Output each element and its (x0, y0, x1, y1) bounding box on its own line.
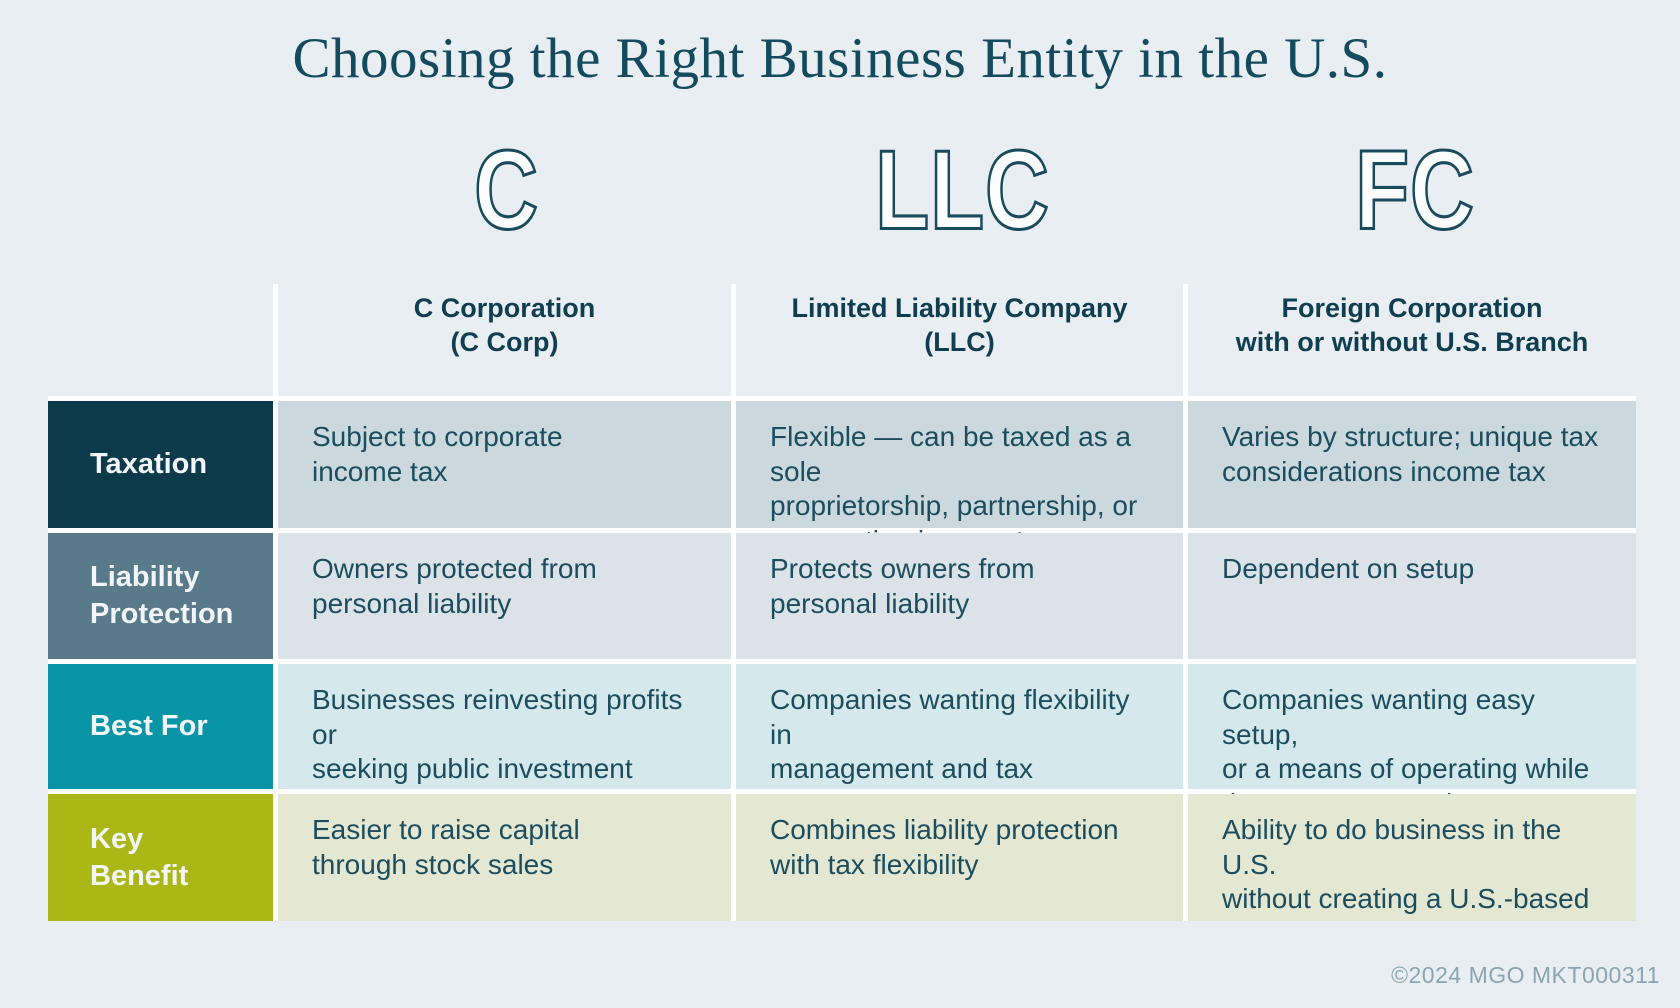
cell-key-benefit-foreign-corp: Ability to do business in the U.S. witho… (1188, 794, 1636, 921)
cell-best-for-foreign-corp: Companies wanting easy setup, or a means… (1188, 664, 1636, 819)
entity-abbr-llc-text: LLC (873, 126, 1050, 253)
column-header-line2: with or without U.S. Branch (1235, 327, 1589, 357)
cell-taxation-foreign-corp: Varies by structure; unique tax consider… (1188, 401, 1636, 528)
column-header-line1: Foreign Corporation (1281, 293, 1543, 323)
column-header-line1: C Corporation (413, 293, 596, 323)
column-header-line2: (C Corp) (450, 327, 559, 357)
row-label-key-benefit: Key Benefit (48, 794, 273, 921)
entity-abbr-c: C (326, 126, 686, 253)
cell-taxation-c-corp: Subject to corporate income tax (278, 401, 731, 528)
entity-abbr-llc: LLC (782, 126, 1142, 253)
cell-liability-llc: Protects owners from personal liability (736, 533, 1183, 659)
cell-key-benefit-c-corp: Easier to raise capital through stock sa… (278, 794, 731, 921)
column-header-line2: (LLC) (924, 327, 995, 357)
row-label-liability-protection: Liability Protection (48, 533, 273, 659)
cell-taxation-llc: Flexible — can be taxed as a sole propri… (736, 401, 1183, 556)
page-title: Choosing the Right Business Entity in th… (292, 27, 1388, 90)
row-label-best-for: Best For (48, 664, 273, 789)
cell-key-benefit-llc: Combines liability protection with tax f… (736, 794, 1183, 921)
copyright-text: ©2024 MGO MKT000311 (1391, 962, 1660, 988)
row-label-taxation: Taxation (48, 401, 273, 528)
cell-best-for-llc: Companies wanting flexibility in managem… (736, 664, 1183, 819)
column-header-llc: Limited Liability Company (LLC) (736, 284, 1183, 396)
column-header-foreign-corp: Foreign Corporation with or without U.S.… (1188, 284, 1636, 396)
column-header-line1: Limited Liability Company (791, 293, 1128, 323)
column-header-c-corp: C Corporation (C Corp) (278, 284, 731, 396)
cell-liability-c-corp: Owners protected from personal liability (278, 533, 731, 659)
entity-abbreviations: C LLC FC (0, 126, 1680, 253)
cell-best-for-c-corp: Businesses reinvesting profits or seekin… (278, 664, 731, 789)
entity-abbr-fc: FC (1235, 126, 1595, 253)
header-spacer-cell (48, 284, 273, 396)
comparison-table: C Corporation (C Corp) Limited Liability… (48, 284, 1636, 921)
entity-abbr-c-text: C (472, 126, 539, 253)
entity-abbr-fc-text: FC (1354, 126, 1475, 253)
cell-liability-foreign-corp: Dependent on setup (1188, 533, 1636, 659)
